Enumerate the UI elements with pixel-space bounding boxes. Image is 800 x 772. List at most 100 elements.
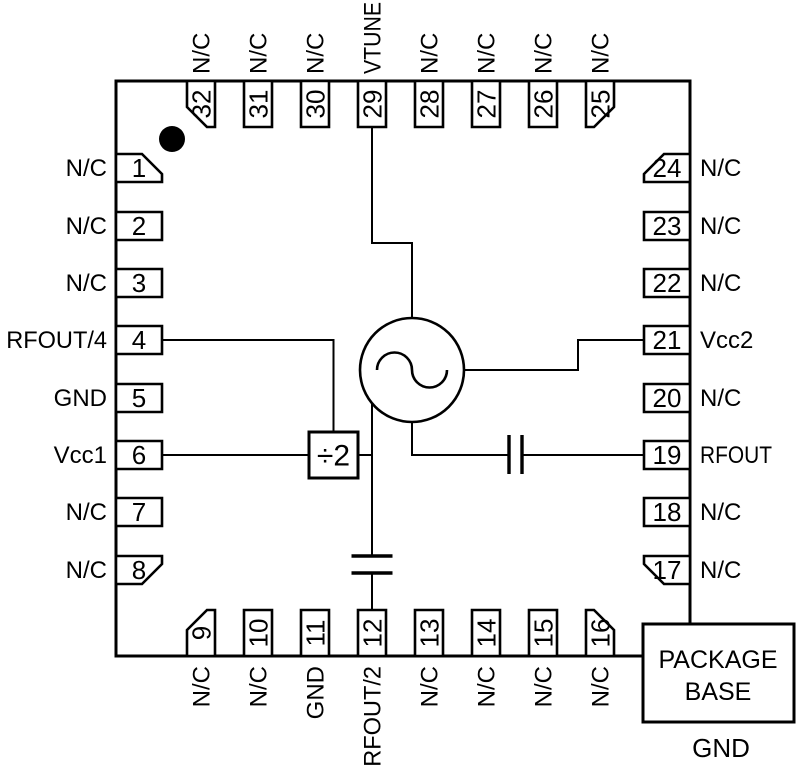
- pin-5-label: GND: [54, 385, 107, 412]
- pin-4: 4 RFOUT/4: [6, 324, 164, 356]
- divider-label: ÷2: [317, 440, 350, 473]
- pin-5: 5 GND: [54, 382, 164, 414]
- pin-23-number: 23: [653, 211, 682, 241]
- pin-20-number: 20: [653, 383, 682, 413]
- pin-17-number: 17: [653, 555, 682, 585]
- pin-21-number: 21: [653, 325, 682, 355]
- pin-7-box: [114, 496, 164, 528]
- pin-16-number: 16: [586, 619, 616, 648]
- pin-26: 26N/C: [527, 33, 559, 129]
- pin-30-box: [299, 79, 331, 129]
- pin-25-box: [584, 79, 616, 129]
- pin-27-label: N/C: [474, 33, 501, 74]
- pin-1-number: 1: [132, 153, 146, 183]
- pin-9-box: [185, 608, 217, 658]
- pin-10-number: 10: [244, 619, 274, 648]
- pin-2-box: [114, 210, 164, 242]
- pin-12-number: 12: [358, 619, 388, 648]
- pin1-indicator-dot-icon: [159, 126, 185, 152]
- pin-8-label: N/C: [66, 557, 107, 584]
- pin-4-label: RFOUT/4: [6, 327, 107, 354]
- package-base-gnd-label: GND: [692, 733, 750, 763]
- pin-30-number: 30: [301, 90, 331, 119]
- pin-16-box: [584, 608, 616, 658]
- pin-9-label: N/C: [189, 666, 216, 707]
- pin-25-label: N/C: [588, 33, 615, 74]
- pin-15-box: [527, 608, 559, 658]
- pin-21-label: Vcc2: [700, 327, 753, 354]
- pin-9: 9N/C: [185, 608, 217, 707]
- pin-10-box: [242, 608, 274, 658]
- pin-29-box: [356, 79, 388, 129]
- pin-2-label: N/C: [66, 213, 107, 240]
- pin-21: 21 Vcc2: [642, 324, 753, 356]
- pin-12-label: RFOUT/2: [360, 666, 387, 767]
- pin-1-box: [114, 152, 164, 184]
- pin-24-box: [642, 152, 692, 184]
- pin-12-box: [356, 608, 388, 658]
- pin-13-number: 13: [415, 619, 445, 648]
- pin-31: 31N/C: [242, 33, 274, 129]
- pin-27-number: 27: [472, 90, 502, 119]
- pin-14-box: [470, 608, 502, 658]
- vcc2-wire: [464, 339, 644, 371]
- pin-8: 8 N/C: [66, 554, 164, 586]
- pin-23: 23 N/C: [642, 210, 741, 242]
- pin-4-box: [114, 324, 164, 356]
- pin-24-number: 24: [653, 153, 682, 183]
- pin-10: 10N/C: [242, 608, 274, 707]
- pin-20-box: [642, 382, 692, 414]
- pin-3-box: [114, 267, 164, 299]
- pin-19-number: 19: [653, 440, 682, 470]
- pin-18-label: N/C: [700, 499, 741, 526]
- pin-2-number: 2: [132, 211, 146, 241]
- pin-1: 1 N/C: [66, 152, 164, 184]
- rfout4-wire: [162, 339, 335, 432]
- pin-17-label: N/C: [700, 557, 741, 584]
- vtune-wire: [371, 127, 413, 318]
- pin-11-box: [299, 608, 331, 658]
- pin-30-label: N/C: [303, 33, 330, 74]
- pin-10-label: N/C: [246, 666, 273, 707]
- pin-28-label: N/C: [417, 33, 444, 74]
- pin-6-box: [114, 439, 164, 471]
- pin-7-number: 7: [132, 497, 146, 527]
- pin-17-box: [642, 554, 692, 586]
- pin-15-label: N/C: [531, 666, 558, 707]
- pin-14: 14N/C: [470, 608, 502, 707]
- pin-18: 18 N/C: [642, 496, 741, 528]
- pin-13: 13N/C: [413, 608, 445, 707]
- pin-17: 17 N/C: [642, 554, 741, 586]
- pin-5-box: [114, 382, 164, 414]
- pin-6-label: Vcc1: [54, 442, 107, 469]
- divider-box: [307, 430, 360, 480]
- pin-22-label: N/C: [700, 270, 741, 297]
- pin-16-label: N/C: [588, 666, 615, 707]
- pin-23-box: [642, 210, 692, 242]
- pin-24-label: N/C: [700, 155, 741, 182]
- pin-5-number: 5: [132, 383, 146, 413]
- pin-23-label: N/C: [700, 213, 741, 240]
- package-base-block: PACKAGE BASE GND: [641, 622, 796, 763]
- pin-30: 30 N/C: [299, 33, 331, 129]
- pin-22-number: 22: [653, 268, 682, 298]
- pin-3: 3N/C: [66, 267, 164, 299]
- pins-layer: 32N/C31N/C30N/C29VTUNE28N/C27N/C26N/C25N…: [6, 2, 772, 767]
- pin-32: 32N/C: [185, 33, 217, 129]
- oscillator-output-wire: [411, 422, 509, 456]
- pin-18-box: [642, 496, 692, 528]
- pin-8-number: 8: [132, 555, 146, 585]
- pin-22: 22 N/C: [642, 267, 741, 299]
- pin-29-label: VTUNE: [360, 2, 387, 74]
- pin-9-number: 9: [187, 626, 217, 640]
- pin-1-label: N/C: [66, 155, 107, 182]
- pin-18-number: 18: [653, 497, 682, 527]
- pin-31-box: [242, 79, 274, 129]
- pin-8-box: [114, 554, 164, 586]
- pin-4-number: 4: [132, 325, 146, 355]
- pin-22-box: [642, 267, 692, 299]
